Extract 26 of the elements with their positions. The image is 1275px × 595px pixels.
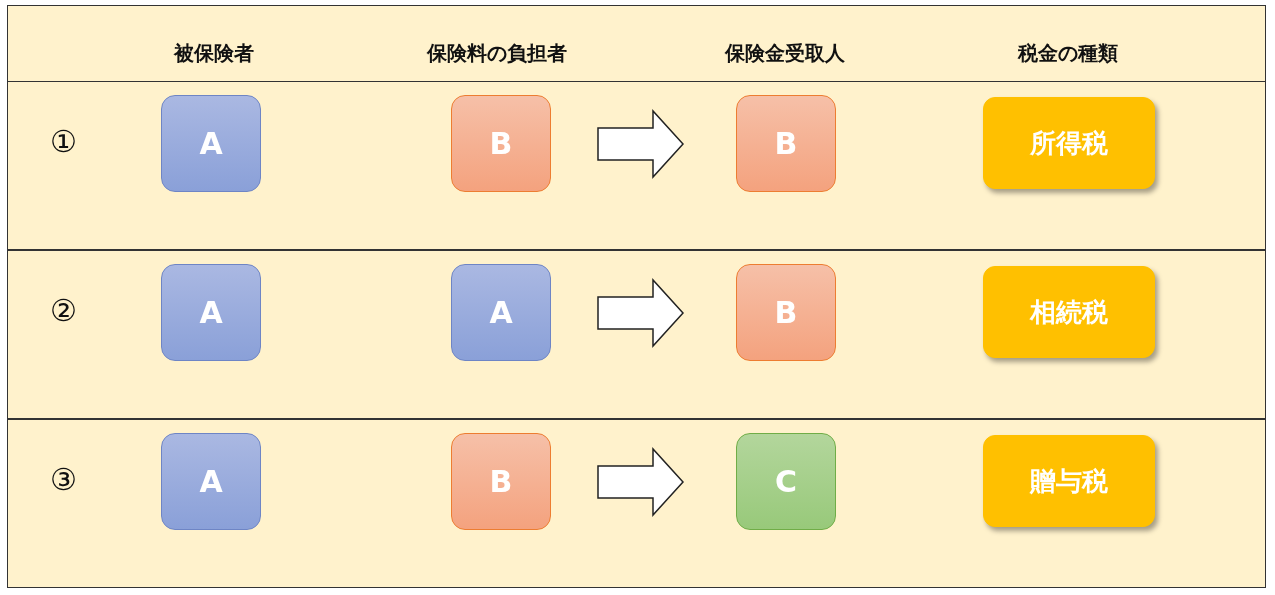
column-header: 保険金受取人 (725, 40, 845, 67)
person-box: A (161, 433, 261, 530)
person-box: C (736, 433, 836, 530)
block-arrow (597, 447, 684, 517)
column-header: 税金の種類 (1018, 40, 1118, 67)
tax-type-box: 所得税 (983, 97, 1155, 189)
column-header: 被保険者 (174, 40, 254, 67)
row-number: ② (50, 293, 77, 328)
person-box: A (161, 95, 261, 192)
person-box: B (451, 433, 551, 530)
person-box: A (161, 264, 261, 361)
row-number: ③ (50, 462, 77, 497)
person-box: A (451, 264, 551, 361)
block-arrow (597, 278, 684, 348)
row-number: ① (50, 124, 77, 159)
block-arrow (597, 109, 684, 179)
row-band (7, 250, 1266, 419)
header-band (7, 5, 1266, 82)
column-header: 保険料の負担者 (427, 40, 567, 67)
person-box: B (736, 95, 836, 192)
tax-type-box: 相続税 (983, 266, 1155, 358)
tax-type-box: 贈与税 (983, 435, 1155, 527)
row-band (7, 419, 1266, 588)
person-box: B (736, 264, 836, 361)
row-band (7, 81, 1266, 250)
person-box: B (451, 95, 551, 192)
